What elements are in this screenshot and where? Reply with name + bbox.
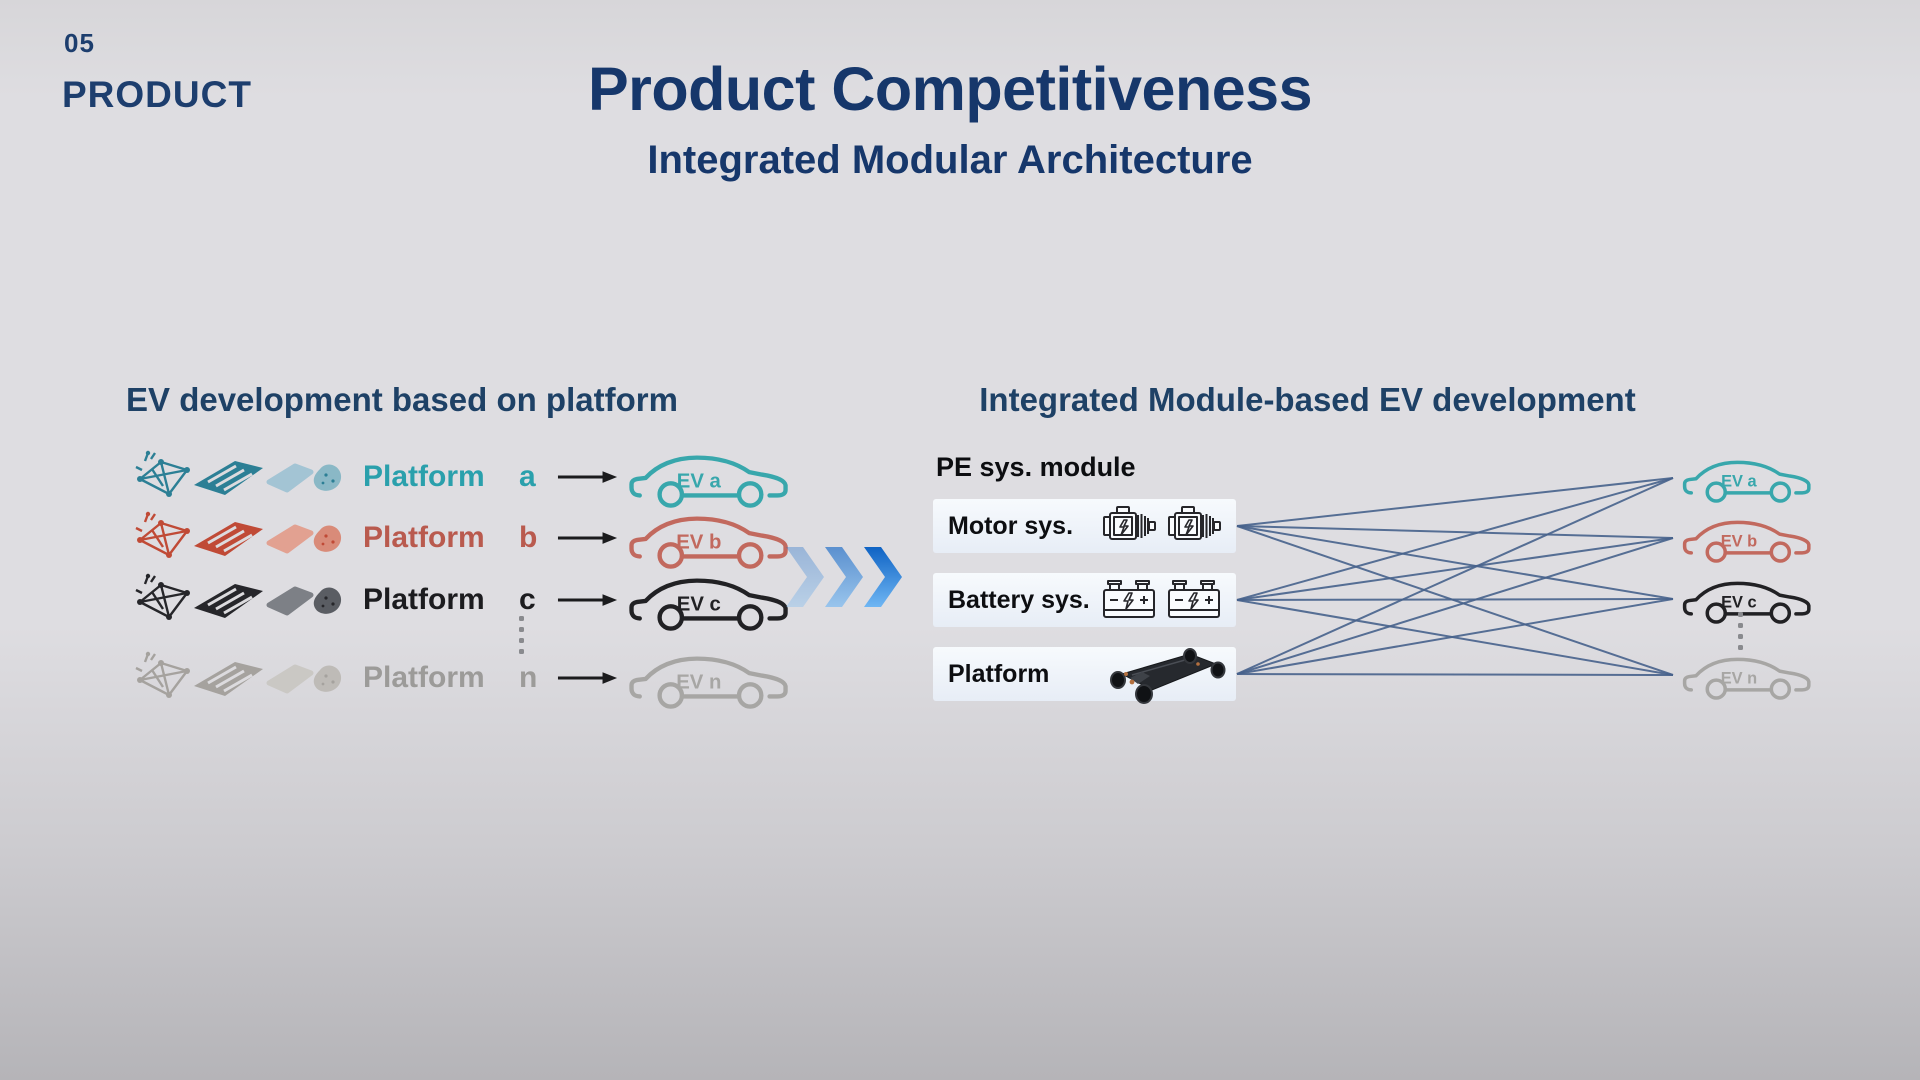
platform-variant: b: [519, 521, 538, 554]
ev-car-icon: EV b: [627, 507, 792, 569]
car-label: EV c: [677, 594, 721, 616]
module-label: Motor sys.: [948, 511, 1074, 540]
platform-variant: a: [519, 460, 536, 493]
module-to-ev-connection-lines: [1236, 477, 1674, 676]
car-label: EV b: [1721, 533, 1757, 551]
ev-car-icon: EV a: [627, 446, 792, 508]
platform-parts-cluster-icon: [136, 651, 342, 698]
ev-car-icon: EV b: [1682, 520, 1811, 563]
ev-car-icon: EV a: [1682, 460, 1811, 503]
car-label: EV n: [676, 672, 721, 694]
motor-icons: [1101, 503, 1222, 549]
right-arrow-icon: [557, 530, 619, 546]
car-label: EV n: [1721, 670, 1757, 688]
platform-parts-cluster-icon: [136, 511, 342, 558]
right-arrow-icon: [557, 592, 619, 608]
battery-icon: [1168, 580, 1220, 618]
vertical-dots-icon: [1738, 612, 1743, 650]
platform-row-n: Platform n EV n: [130, 646, 792, 710]
platform-row-a: Platform a EV a: [130, 445, 792, 509]
ev-car-icon: EV n: [627, 647, 792, 709]
left-panel-heading: EV development based on platform: [126, 381, 678, 418]
slide-title: Product Competitiveness: [587, 55, 1313, 123]
ev-car-icon: EV c: [1682, 581, 1811, 624]
ev-car-icon: EV c: [627, 569, 792, 631]
platform-label: Platform: [363, 661, 485, 694]
platform-parts-cluster-icon: [136, 450, 342, 497]
battery-icon: [1103, 580, 1155, 618]
car-label: EV c: [1721, 594, 1757, 612]
car-label: EV a: [1721, 473, 1757, 491]
platform-variant: n: [519, 661, 538, 694]
page-number: 05: [64, 28, 95, 58]
platform-label: Platform: [363, 521, 485, 554]
platform-label: Platform: [363, 460, 485, 493]
right-arrow-icon: [557, 469, 619, 485]
car-label: EV b: [676, 532, 721, 554]
platform-label: Platform: [363, 583, 485, 616]
motor-icon: [1103, 506, 1156, 540]
slide-subtitle: Integrated Modular Architecture: [647, 138, 1253, 182]
ev-skateboard-chassis-icon: [1110, 648, 1226, 704]
module-group-label: PE sys. module: [936, 452, 1136, 482]
chassis-icon-wrap: [1102, 644, 1230, 704]
vertical-dots-icon: [519, 616, 524, 654]
platform-row-b: Platform b EV b: [130, 506, 792, 570]
motor-icon: [1168, 506, 1221, 540]
triple-chevron-right-icon: [786, 547, 902, 607]
module-bar-motor: Motor sys.: [933, 499, 1236, 553]
right-panel-heading: Integrated Module-based EV development: [979, 381, 1636, 418]
car-label: EV a: [677, 471, 722, 493]
module-label: Platform: [948, 659, 1050, 688]
platform-parts-cluster-icon: [136, 573, 342, 620]
module-bar-platform: Platform: [933, 644, 1236, 704]
right-arrow-icon: [557, 670, 619, 686]
module-label: Battery sys.: [948, 585, 1090, 614]
ev-car-icon: EV n: [1682, 657, 1811, 700]
section-label: PRODUCT: [62, 74, 252, 115]
battery-icons: [1101, 577, 1222, 623]
platform-row-c: Platform c EV c: [130, 568, 792, 632]
module-bar-battery: Battery sys.: [933, 573, 1236, 627]
platform-variant: c: [519, 583, 536, 616]
